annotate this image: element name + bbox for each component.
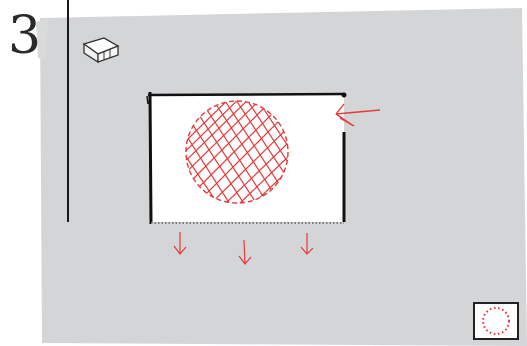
step-number: 3 <box>8 10 40 62</box>
dotted-circle-thumbnail-icon[interactable] <box>474 303 518 339</box>
paper-sheet <box>147 92 347 224</box>
